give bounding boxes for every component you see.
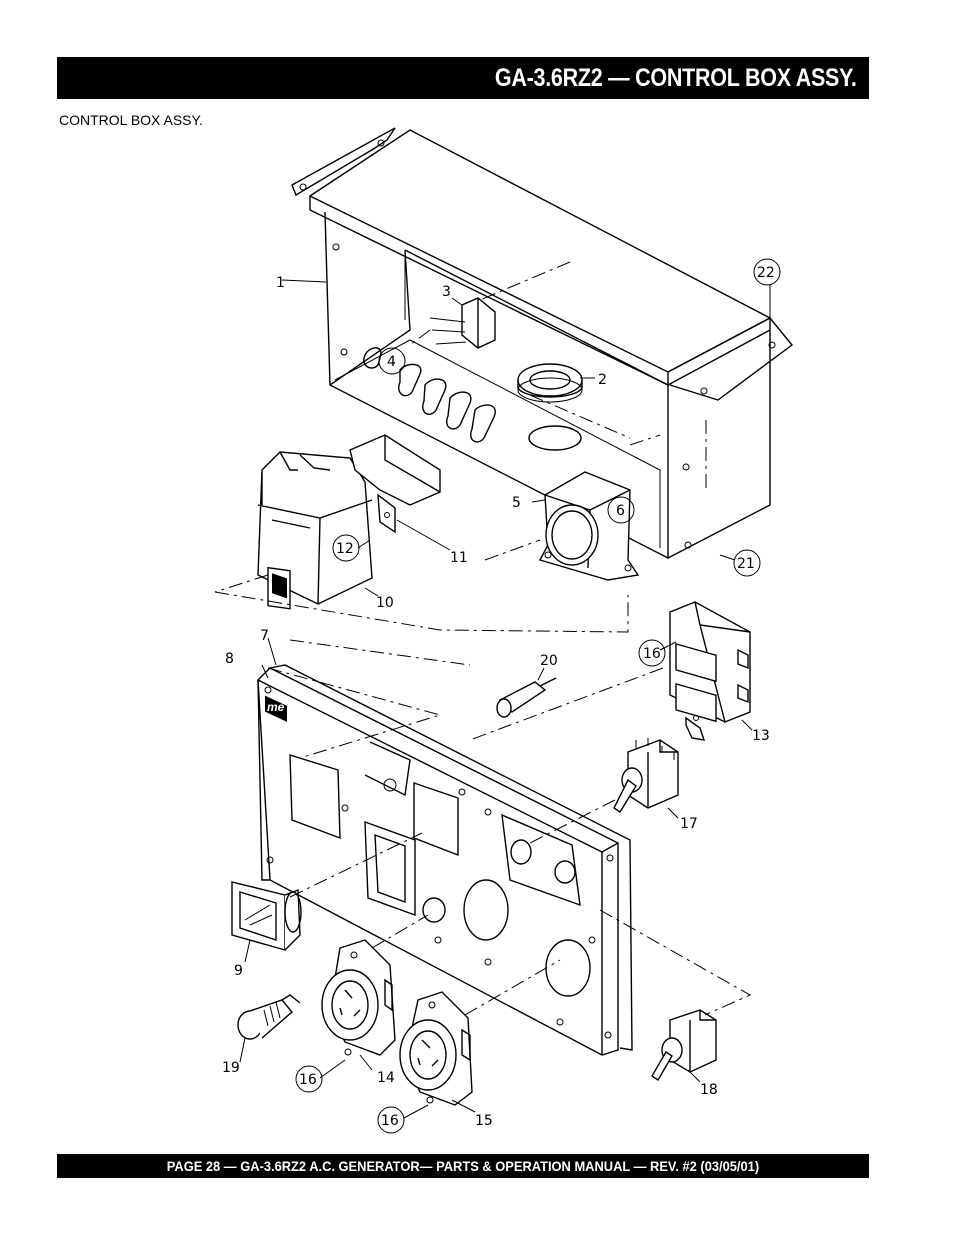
rubber-grommet [517,363,583,403]
control-panel-faceplate: me [257,664,633,1056]
twist-lock-receptacle-14 [321,939,396,1056]
callout-6: 6 [616,503,625,519]
callout-10: 10 [376,595,394,611]
callout-11: 11 [450,550,468,566]
toggle-switch-main [613,738,679,813]
callout-12: 12 [336,541,354,557]
callout-16-left: 16 [299,1072,317,1088]
callout-3: 3 [442,284,451,300]
callout-21: 21 [737,556,755,572]
callout-19: 19 [222,1060,240,1076]
callout-22: 22 [757,265,775,281]
page-title: GA-3.6RZ2 — CONTROL BOX ASSY. [495,63,857,92]
callout-14: 14 [377,1070,395,1086]
callout-2: 2 [598,372,607,388]
callout-17: 17 [680,816,698,832]
callout-8: 8 [225,651,234,667]
duplex-receptacle [669,601,751,741]
section-subtitle: CONTROL BOX ASSY. [59,112,203,128]
pilot-lamp [496,677,557,718]
mounting-bracket [349,434,441,534]
me-logo: me [267,700,285,714]
control-box-housing [291,127,794,560]
callout-15: 15 [475,1113,493,1129]
callout-16-bottom: 16 [381,1113,399,1129]
cable-connector-housing [538,471,640,581]
hour-meter [231,881,302,951]
callout-20: 20 [540,653,558,669]
footer-text: PAGE 28 — GA-3.6RZ2 A.C. GENERATOR— PART… [166,1158,760,1174]
callout-5: 5 [512,495,521,511]
callout-4: 4 [387,354,396,370]
callout-1: 1 [276,275,285,291]
callout-16-receptacle: 16 [643,646,661,662]
terminal-block [429,297,496,349]
twist-lock-receptacle-15 [399,991,473,1106]
page-header: GA-3.6RZ2 — CONTROL BOX ASSY. [57,57,869,99]
circuit-breaker [257,451,373,610]
callout-13: 13 [752,728,770,744]
callout-9: 9 [234,963,243,979]
callout-18: 18 [700,1082,718,1098]
fuse-holder [237,994,301,1040]
toggle-switch-aux [651,1009,717,1081]
page-footer: PAGE 28 — GA-3.6RZ2 A.C. GENERATOR— PART… [57,1154,869,1178]
callout-7: 7 [260,628,269,644]
